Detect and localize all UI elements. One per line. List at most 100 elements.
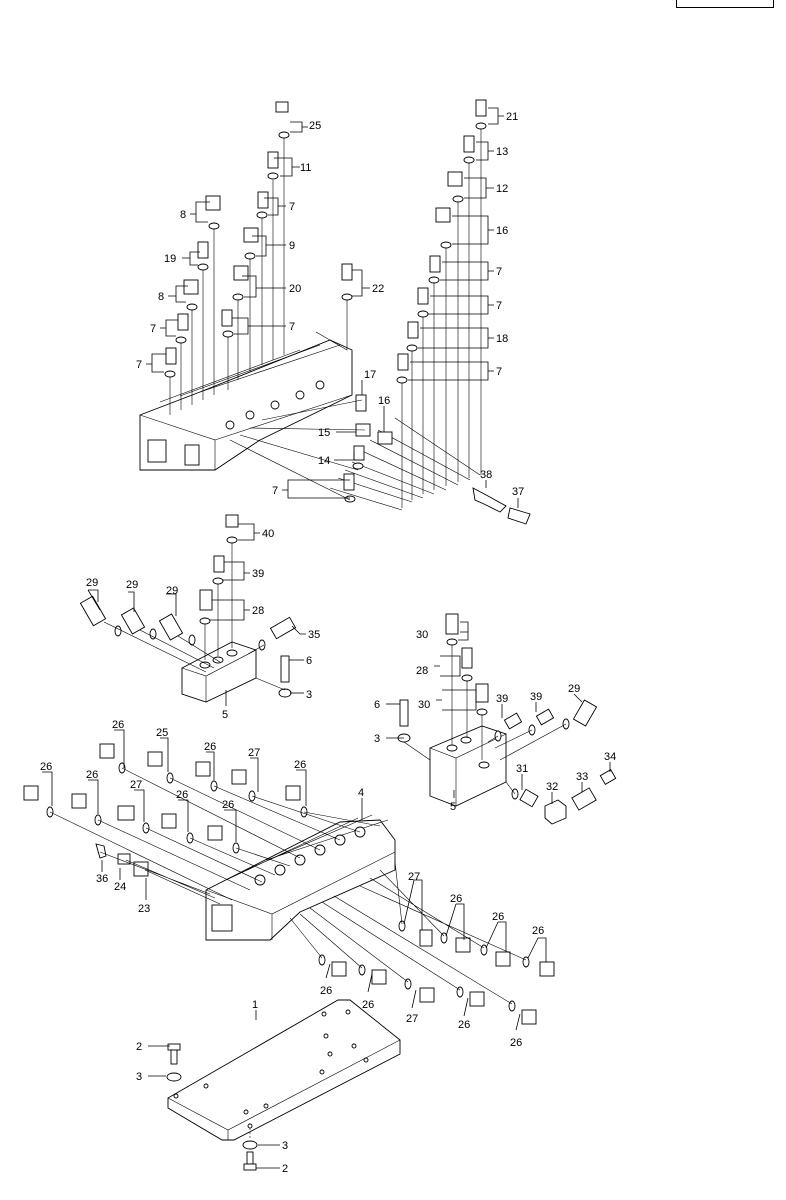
upper-centre-fittings [229, 263, 531, 525]
callout-7: 7 [289, 201, 295, 213]
washer-3c [166, 1072, 182, 1082]
callout-26: 26 [492, 911, 504, 923]
callout-26: 26 [320, 985, 332, 997]
o-ring [278, 131, 290, 139]
connector-fitting-21 [475, 99, 487, 117]
callout-25: 25 [156, 727, 168, 739]
callout-38: 38 [480, 469, 492, 481]
connector-fitting-18 [407, 321, 419, 339]
connector-fitting-7e [429, 255, 441, 273]
elbow-26-g [161, 813, 177, 829]
manifold-block-left [79, 514, 297, 703]
callout-26: 26 [40, 761, 52, 773]
upper-left-fitting-stack [164, 101, 290, 415]
callout-27: 27 [408, 871, 420, 883]
callout-11: 11 [300, 162, 311, 174]
callout-3: 3 [136, 1071, 142, 1083]
callout-26: 26 [112, 719, 124, 731]
fitting-7h [343, 473, 355, 491]
callout-26: 26 [86, 769, 98, 781]
elbow-26-m [371, 969, 387, 985]
callout-27: 27 [406, 1013, 418, 1025]
callout-8: 8 [180, 209, 186, 221]
callout-26: 26 [458, 1019, 470, 1031]
callout-14: 14 [318, 455, 330, 467]
callout-26: 26 [532, 925, 544, 937]
callout-7: 7 [496, 300, 502, 312]
fitting-39b [503, 712, 523, 730]
callout-7: 7 [150, 323, 156, 335]
elbow-fitting-29d [572, 699, 598, 727]
fitting-16 [377, 431, 393, 445]
o-ring [232, 293, 244, 301]
callout-24: 24 [114, 881, 126, 893]
main-control-valve-4 [205, 814, 396, 941]
callout-4: 4 [358, 787, 364, 799]
elbow-26-d [285, 785, 301, 801]
elbow-fitting-40 [225, 514, 239, 528]
callout-29: 29 [166, 585, 178, 597]
elbow-26-o [521, 1009, 537, 1025]
elbow-26-f [71, 793, 87, 809]
elbow-27-d [419, 987, 435, 1003]
connector-fitting-19 [197, 241, 209, 259]
callout-29: 29 [568, 683, 580, 695]
elbow-fitting-29a [79, 595, 107, 627]
title-block-frame [676, 0, 774, 8]
elbow-fitting-35 [269, 616, 297, 640]
o-ring [256, 211, 268, 219]
callout-28: 28 [416, 665, 428, 677]
elbow-26-l [331, 961, 347, 977]
elbow-26-k [539, 961, 555, 977]
connector-fitting-7d [165, 347, 177, 365]
base-plate-1 [166, 999, 401, 1171]
o-ring [175, 336, 187, 344]
callout-39: 39 [530, 691, 542, 703]
callout-27: 27 [248, 747, 260, 759]
connector-fitting-22 [341, 263, 353, 281]
adapter-33 [571, 787, 597, 811]
callout-6: 6 [306, 655, 312, 667]
callout-9: 9 [289, 240, 295, 252]
callout-26: 26 [176, 789, 188, 801]
callout-13: 13 [496, 146, 508, 158]
washer-3a [278, 688, 292, 698]
callout-31: 31 [516, 763, 528, 775]
leader-lines [42, 107, 611, 1169]
callout-16: 16 [378, 395, 390, 407]
callout-22: 22 [372, 283, 384, 295]
callout-26: 26 [362, 999, 374, 1011]
callout-5: 5 [222, 709, 228, 721]
callout-35: 35 [308, 629, 320, 641]
callout-32: 32 [546, 781, 558, 793]
callout-29: 29 [86, 577, 98, 589]
elbow-fitting-30b [475, 683, 489, 703]
elbow-26-e [23, 785, 39, 801]
o-ring [222, 330, 234, 338]
elbow-26-b [147, 751, 163, 767]
upper-control-valve-assembly [139, 339, 353, 471]
callout-1: 1 [252, 999, 258, 1011]
upper-right-fitting-stack [329, 99, 487, 511]
elbow-fitting-38 [472, 487, 507, 513]
callout-16: 16 [496, 225, 508, 237]
callout-29: 29 [126, 579, 138, 591]
swivel-fitting-37 [507, 507, 531, 525]
callout-26: 26 [510, 1037, 522, 1049]
connector-fitting-28 [199, 589, 213, 611]
o-ring [164, 370, 176, 378]
connector-fitting-7f [417, 287, 429, 305]
o-ring [244, 252, 256, 260]
fitting-14 [353, 445, 365, 461]
elbow-fitting-29c [158, 613, 184, 641]
manifold-block-right [397, 613, 617, 825]
fitting-23 [133, 861, 149, 877]
elbow-26-i [455, 937, 471, 953]
callout-26: 26 [222, 799, 234, 811]
elbow-26-c [195, 761, 211, 777]
elbow-fitting-25 [275, 101, 289, 113]
callout-33: 33 [576, 771, 588, 783]
elbow-26-n [469, 991, 485, 1007]
callout-3: 3 [306, 689, 312, 701]
